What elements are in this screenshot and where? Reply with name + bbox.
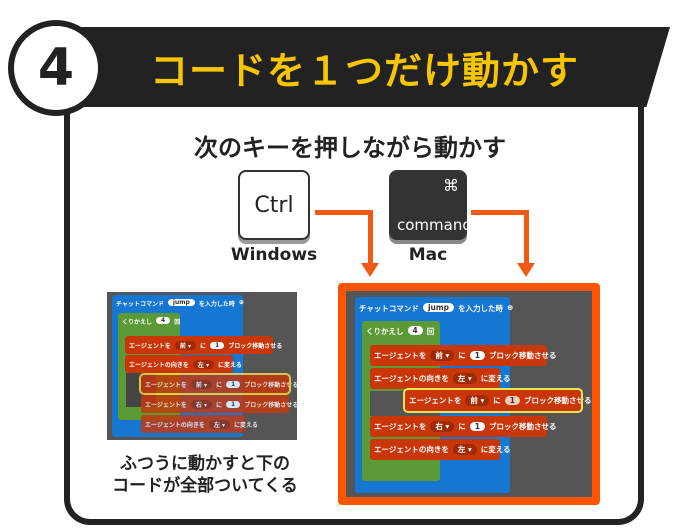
step-number: 4 (8, 20, 104, 116)
instruction: 次のキーを押しながら動かす (194, 134, 506, 162)
label: ブロック移動させる (244, 381, 299, 389)
plus-icon[interactable]: ⊕ (238, 299, 244, 306)
hat-value[interactable]: jump (167, 299, 195, 306)
label: に変える (234, 421, 258, 429)
arrow-head-icon (361, 263, 379, 277)
turn-block[interactable]: エージェントの向きを左 ▾に変える (370, 368, 511, 389)
direction-dropdown[interactable]: 左 ▾ (192, 359, 214, 369)
turn-block[interactable]: エージェントの向きを左 ▾に変える (370, 439, 511, 460)
direction-dropdown[interactable]: 左 ▾ (452, 444, 477, 455)
label: エージェントを (374, 351, 427, 360)
arrow-line (524, 210, 529, 265)
arrow-line (471, 210, 529, 215)
label: エージェントを (129, 342, 171, 350)
label: エージェントを (145, 401, 187, 409)
direction-dropdown[interactable]: 左 ▾ (208, 419, 230, 429)
repeat-count[interactable]: 4 (407, 326, 423, 335)
turn-block[interactable]: エージェントの向きを左 ▾ に変える (141, 415, 258, 433)
caption: ふつうに動かすと下の コードが全部ついてくる (100, 453, 310, 497)
ctrl-key: Ctrl (238, 170, 310, 240)
steps-input[interactable]: 1 (210, 341, 225, 349)
steps-input[interactable]: 1 (226, 400, 241, 408)
windows-label: Windows (230, 245, 318, 265)
steps-input[interactable]: 1 (226, 380, 241, 388)
label: エージェントの向きを (374, 445, 449, 454)
steps-input[interactable]: 1 (504, 396, 520, 405)
hat-label: チャットコマンド (116, 301, 164, 308)
label: に (216, 381, 223, 389)
label: エージェントを (409, 396, 462, 405)
label: に (493, 396, 501, 405)
steps-input[interactable]: 1 (469, 351, 485, 360)
repeat-label: くりかえし (122, 319, 153, 326)
label: ブロック移動させる (228, 342, 283, 350)
label: に変える (480, 374, 511, 383)
hat-suffix: を入力した時 (198, 301, 235, 308)
repeat-label: くりかえし (366, 327, 404, 336)
repeat-count[interactable]: 4 (156, 317, 171, 324)
direction-dropdown[interactable]: 左 ▾ (452, 373, 477, 384)
label: ブロック移動させる (488, 422, 557, 431)
label: に (216, 401, 223, 409)
label: に (458, 351, 466, 360)
title-band (80, 27, 670, 107)
direction-dropdown[interactable]: 前 ▾ (430, 350, 455, 361)
direction-dropdown[interactable]: 前 ▾ (174, 340, 196, 350)
label: に (458, 422, 466, 431)
label: エージェントを (145, 381, 187, 389)
label: ブロック移動させる (244, 401, 299, 409)
label: ブロック移動させる (523, 396, 592, 405)
label: に変える (480, 445, 511, 454)
page-title: コードを１つだけ動かす (150, 49, 580, 93)
label: に変える (218, 361, 242, 369)
label: エージェントを (374, 422, 427, 431)
repeat-suffix: 回 (174, 319, 181, 326)
label: エージェントの向きを (374, 374, 449, 383)
label: エージェントの向きを (145, 421, 205, 429)
caption-line: コードが全部ついてくる (112, 476, 298, 496)
arrow-line (368, 210, 373, 265)
arrow-line (315, 210, 373, 215)
steps-input[interactable]: 1 (469, 422, 485, 431)
mac-label: Mac (408, 245, 448, 265)
plus-icon[interactable]: ⊕ (507, 303, 514, 312)
hat-label: チャットコマンド (359, 304, 419, 313)
turn-block[interactable]: エージェントの向きを左 ▾ に変える (125, 355, 242, 373)
caption-line: ふつうに動かすと下の (120, 454, 290, 474)
hat-value[interactable]: jump (422, 303, 455, 312)
repeat-suffix: 回 (426, 327, 435, 336)
label: に (200, 342, 207, 350)
label: エージェントの向きを (129, 361, 189, 369)
direction-dropdown[interactable]: 前 ▾ (190, 379, 212, 389)
label: ブロック移動させる (488, 351, 557, 360)
arrow-head-icon (517, 263, 535, 277)
command-key: ⌘ command (389, 170, 472, 240)
direction-dropdown[interactable]: 右 ▾ (190, 399, 212, 409)
hat-suffix: を入力した時 (458, 304, 504, 313)
direction-dropdown[interactable]: 前 ▾ (465, 395, 490, 406)
direction-dropdown[interactable]: 右 ▾ (430, 421, 455, 432)
command-key-label: command (397, 216, 472, 234)
command-icon: ⌘ (443, 176, 459, 195)
